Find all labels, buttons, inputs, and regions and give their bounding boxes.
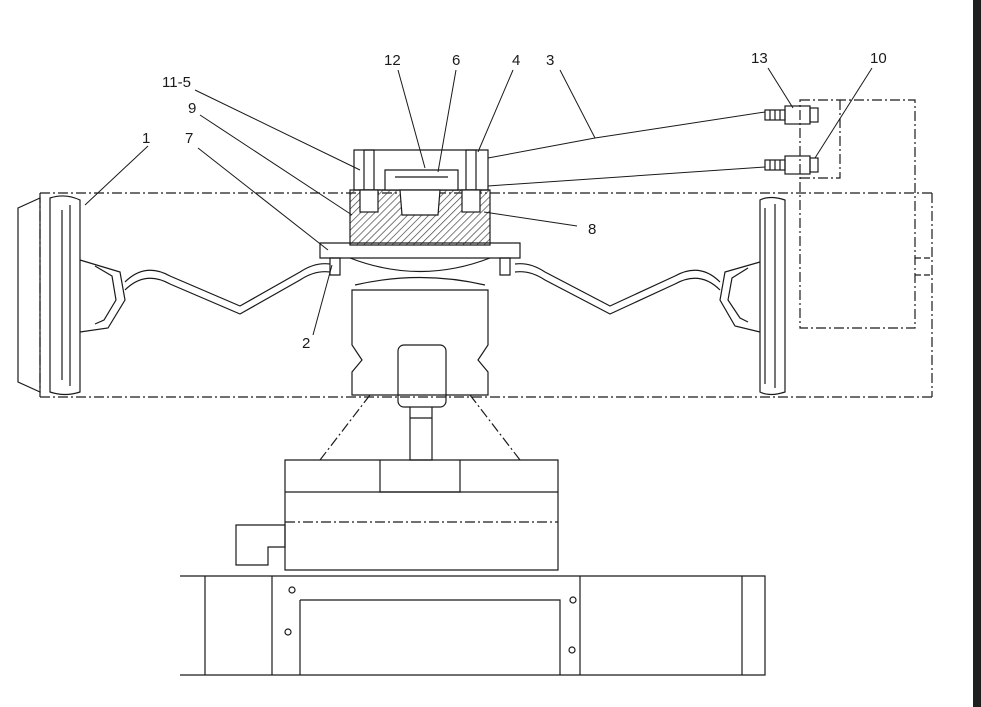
callout-label-7: 7 [185,130,194,147]
left-diaphragm [79,259,331,333]
center-hub-section [319,149,521,276]
left-end-cap [17,195,81,396]
window-frame-edge [973,0,981,707]
callout-label-12: 12 [384,52,401,69]
callout-label-6: 6 [452,52,461,69]
callout-label-3: 3 [546,52,555,69]
lower-column [319,276,521,461]
right-end-cap [759,196,786,396]
callout-label-10: 10 [870,50,887,67]
base-block [180,459,766,676]
callout-label-11-5: 11-5 [162,74,191,91]
right-block [799,99,932,329]
right-bolts [764,105,819,175]
leader-lines [84,67,873,336]
callout-label-2: 2 [302,335,311,352]
callout-label-1: 1 [142,130,151,147]
callout-label-8: 8 [588,221,597,238]
callout-label-13: 13 [751,50,768,67]
callout-label-9: 9 [188,100,197,117]
callout-label-4: 4 [512,52,521,69]
right-diaphragm [514,261,761,333]
